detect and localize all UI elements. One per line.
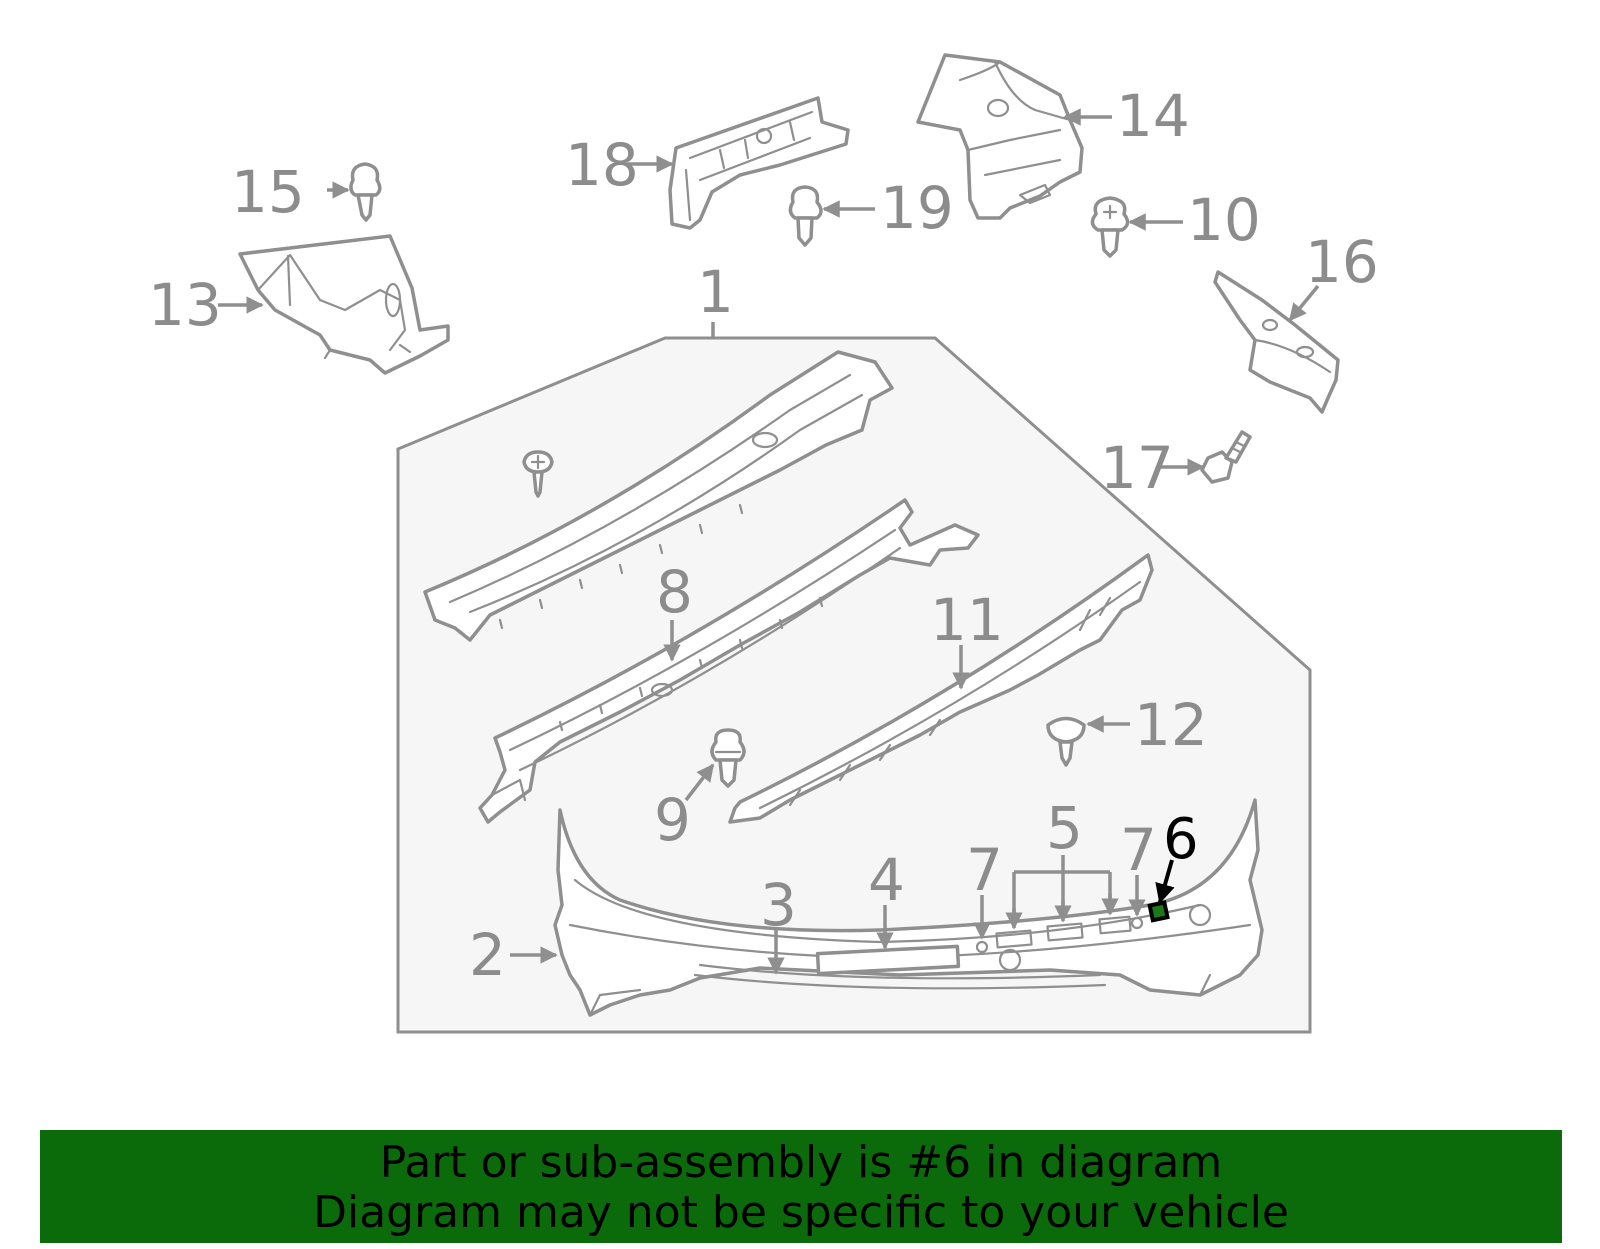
part-16-bracket (1213, 270, 1340, 414)
part-19-clip (788, 185, 823, 247)
part-17-bolt (1200, 430, 1252, 484)
banner-line-2: Diagram may not be specific to your vehi… (313, 1187, 1289, 1238)
part-11-member (728, 553, 1154, 824)
cowl-upper-panel (423, 350, 894, 642)
part-8-member (478, 498, 980, 824)
screw-part (522, 450, 554, 498)
callout-7-right: 7 (1120, 816, 1157, 884)
callout-7-left: 7 (966, 836, 1003, 904)
part-18-bracket (668, 96, 850, 230)
part-14-bracket (916, 53, 1084, 220)
callout-8: 8 (656, 558, 693, 626)
callout-2: 2 (469, 921, 506, 989)
callout-4: 4 (868, 846, 905, 914)
part-12-grommet (1046, 716, 1086, 767)
part-6-highlight (1147, 900, 1170, 923)
callout-5: 5 (1046, 794, 1083, 862)
part-10-clip (1090, 196, 1130, 258)
callout-10: 10 (1187, 186, 1261, 254)
part-15-clip (349, 162, 382, 222)
callout-18: 18 (565, 131, 639, 199)
callout-12: 12 (1134, 691, 1208, 759)
callout-17: 17 (1100, 434, 1174, 502)
part-9-clip (710, 728, 746, 788)
callout-1: 1 (697, 258, 734, 326)
leader-arrows (218, 108, 1320, 975)
callout-11: 11 (930, 586, 1004, 654)
callout-19: 19 (880, 174, 954, 242)
callout-9: 9 (654, 786, 691, 854)
callout-13: 13 (148, 271, 222, 339)
callout-3: 3 (760, 871, 797, 939)
callout-14: 14 (1116, 82, 1190, 150)
callout-15: 15 (231, 158, 305, 226)
callout-6: 6 (1163, 807, 1199, 872)
info-banner: Part or sub-assembly is #6 in diagram Di… (40, 1130, 1562, 1243)
callout-16: 16 (1305, 228, 1379, 296)
part-13-bracket (238, 234, 450, 375)
callout-6-leader (1155, 859, 1175, 904)
part-2-cowl-panel (553, 798, 1264, 1017)
banner-line-1: Part or sub-assembly is #6 in diagram (379, 1137, 1223, 1188)
